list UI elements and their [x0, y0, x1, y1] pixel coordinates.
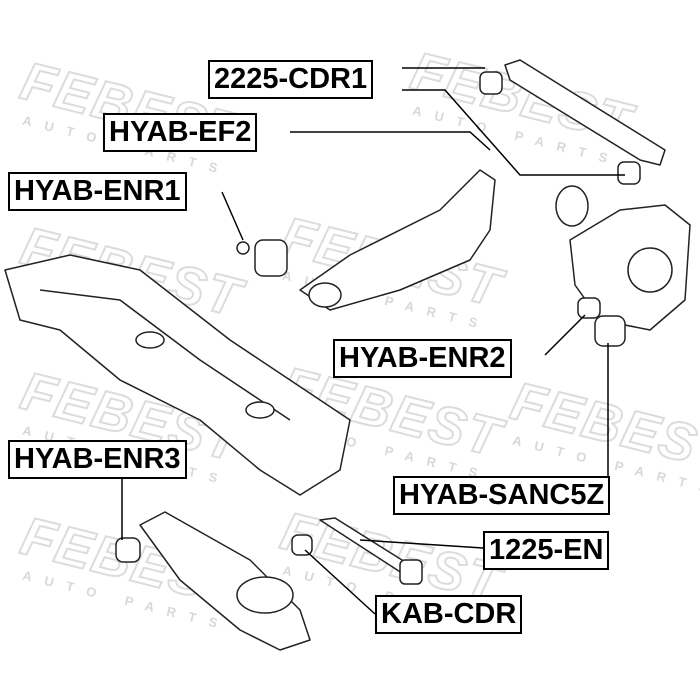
knuckle-hub [627, 247, 673, 293]
part-label-hyab-enr3: HYAB-ENR3 [8, 440, 187, 479]
part-label-2225-cdr1: 2225-CDR1 [208, 60, 374, 99]
part-label-hyab-enr1: HYAB-ENR1 [8, 172, 187, 211]
leader-lines [121, 67, 625, 615]
rear-subframe [4, 254, 351, 496]
part-label-1225-en: 1225-EN [483, 531, 610, 570]
bushing-2225-cdr1-bottom [617, 161, 641, 185]
seal-ring [555, 185, 589, 227]
bushing-hyab-enr3 [115, 537, 141, 563]
bushing-hyab-sanc5z [594, 315, 626, 347]
part-label-hyab-ef2: HYAB-EF2 [103, 113, 258, 152]
trailing-arm-eye [308, 282, 342, 308]
bushing-hyab-enr2 [577, 297, 601, 319]
part-label-hyab-enr2: HYAB-ENR2 [333, 339, 512, 378]
ball-joint-1225-en [399, 559, 423, 585]
part-label-kab-cdr: KAB-CDR [375, 595, 523, 634]
upper-control-arm [504, 59, 666, 166]
washer [236, 241, 250, 255]
bushing-hyab-enr1 [254, 239, 288, 277]
part-label-hyab-sanc5z: HYAB-SANC5Z [393, 476, 611, 515]
trailing-arm [299, 169, 496, 311]
bushing-2225-cdr1-top [479, 71, 503, 95]
lower-control-arm [139, 511, 311, 651]
lateral-link [319, 517, 411, 576]
bushing-kab-cdr [291, 534, 313, 556]
